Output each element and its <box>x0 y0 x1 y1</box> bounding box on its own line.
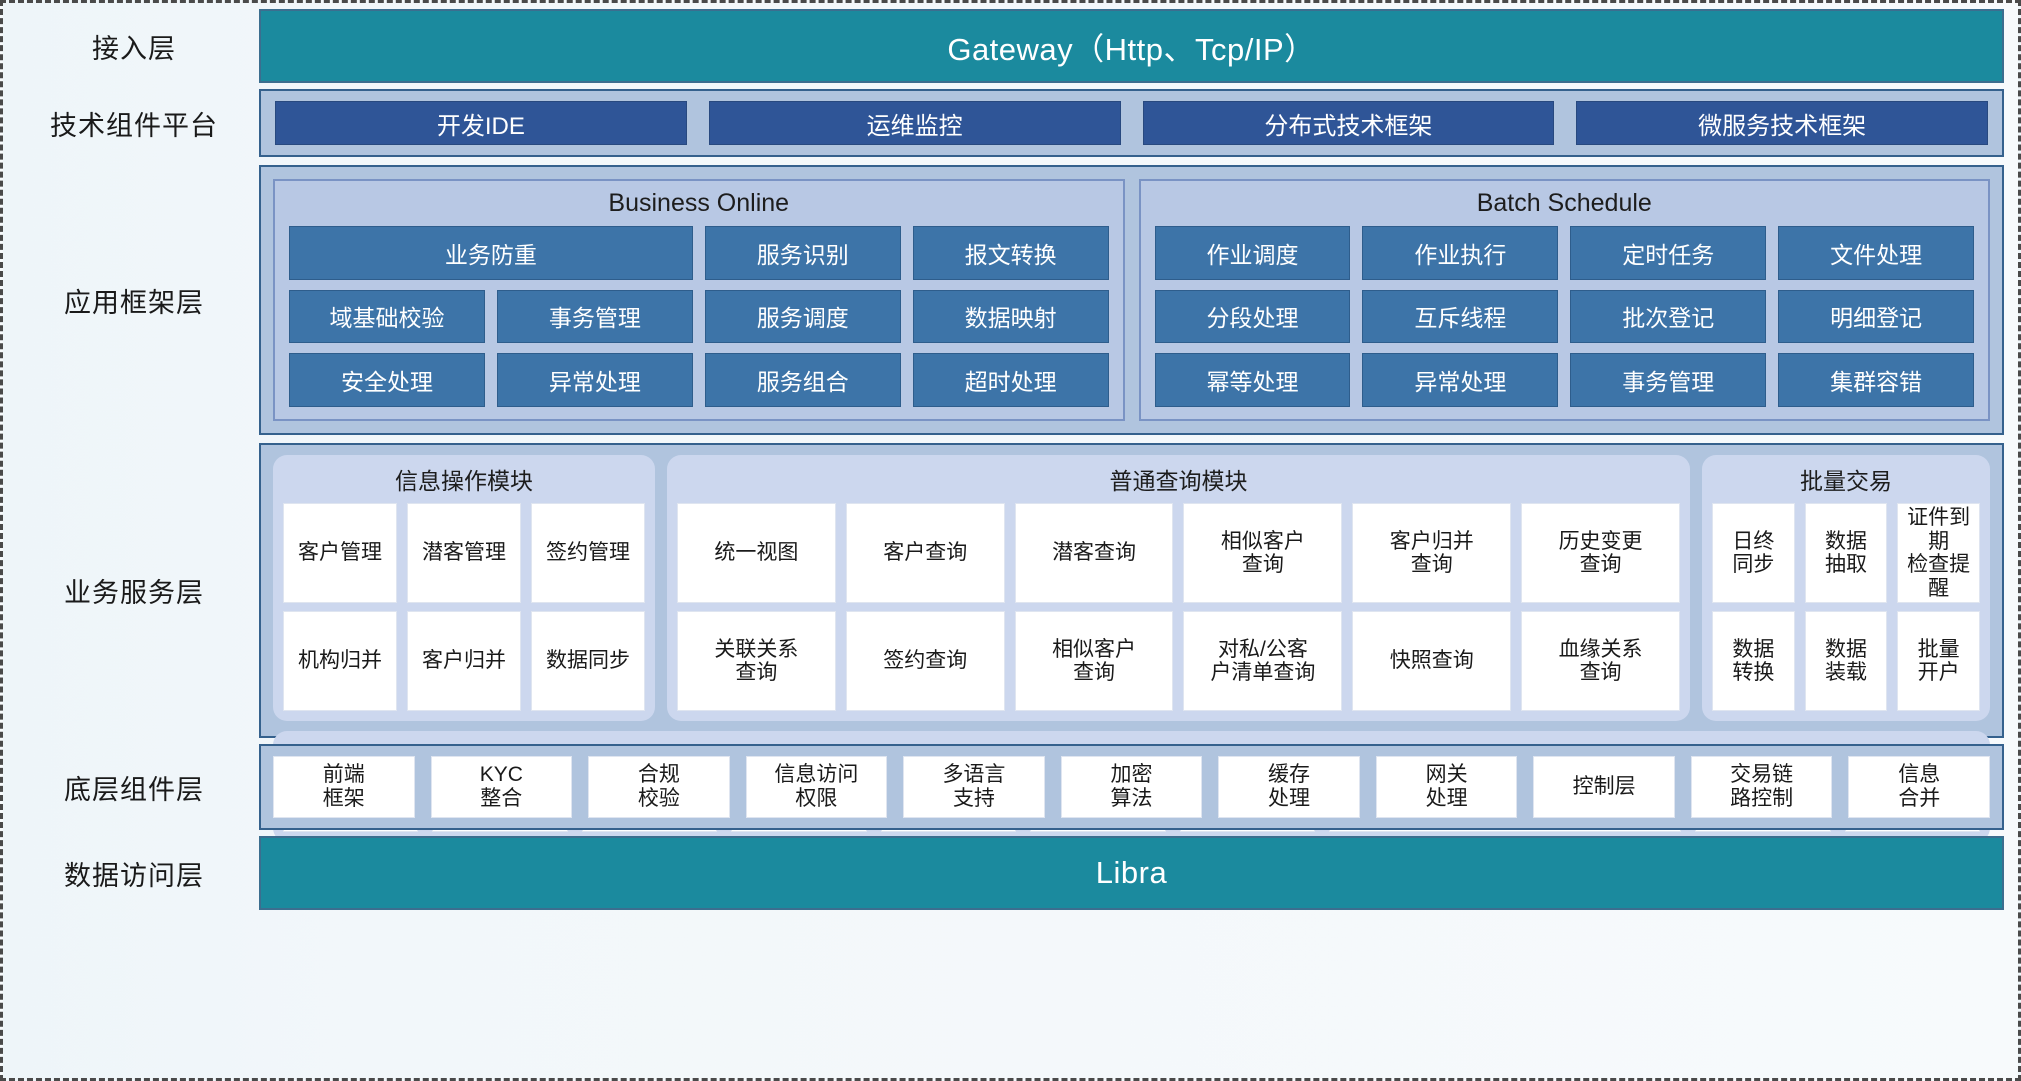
layer-business-service: 业务服务层 信息操作模块 客户管理 潜客管理 签约管理 机构归并 客户归并 数据… <box>9 443 2004 843</box>
svc-cell-info-0[interactable]: 客户管理 <box>283 503 397 604</box>
layer-label-business-service: 业务服务层 <box>64 578 204 609</box>
fw-cell-bs-1[interactable]: 作业执行 <box>1362 226 1559 280</box>
cmp-cell-5[interactable]: 加密算法 <box>1060 756 1203 818</box>
fw-cell-bs-10[interactable]: 事务管理 <box>1570 353 1767 407</box>
panel-title-query-module: 普通查询模块 <box>1109 468 1248 494</box>
fw-cell-bo-6[interactable]: 数据映射 <box>912 289 1109 344</box>
panel-title-info-module: 信息操作模块 <box>395 468 533 494</box>
fw-cell-bo-9[interactable]: 服务组合 <box>704 353 901 407</box>
fw-cell-bs-4[interactable]: 分段处理 <box>1154 289 1351 344</box>
panel-business-online: Business Online 业务防重 服务识别 报文转换 域基础校验 事务管… <box>273 179 1125 421</box>
cmp-cell-0[interactable]: 前端框架 <box>273 756 415 818</box>
layer-label-components: 底层组件层 <box>64 774 204 806</box>
panel-title-batch-module: 批量交易 <box>1800 468 1892 494</box>
tech-platform-item-3[interactable]: 微服务技术框架 <box>1576 101 1988 145</box>
svc-cell-query-3[interactable]: 相似客户查询 <box>1183 503 1343 604</box>
cmp-cell-10[interactable]: 信息合并 <box>1848 756 1990 818</box>
layer-tech-platform: 技术组件平台 开发IDE 运维监控 分布式技术框架 微服务技术框架 <box>9 89 2004 157</box>
panel-batch-module: 批量交易 日终同步 数据抽取 证件到期检查提醒 数据转换 数据装载 批量开户 <box>1702 455 1990 722</box>
gateway-bar: Gateway（Http、Tcp/IP） <box>259 9 2004 83</box>
layer-app-framework: 应用框架层 Business Online 业务防重 服务识别 报文转换 域基础… <box>9 165 2004 435</box>
app-framework-container: Business Online 业务防重 服务识别 报文转换 域基础校验 事务管… <box>259 165 2004 435</box>
fw-cell-bs-5[interactable]: 互斥线程 <box>1362 289 1559 344</box>
tech-platform-item-1[interactable]: 运维监控 <box>708 101 1121 145</box>
cmp-cell-2[interactable]: 合规校验 <box>588 756 730 818</box>
libra-bar: Libra <box>259 836 2004 910</box>
fw-cell-bs-3[interactable]: 文件处理 <box>1778 226 1974 280</box>
svc-cell-info-1[interactable]: 潜客管理 <box>407 503 521 604</box>
layer-label-tech-platform: 技术组件平台 <box>50 110 218 142</box>
panel-query-module: 普通查询模块 统一视图 客户查询 潜客查询 相似客户查询 客户归并查询 历史变更… <box>667 455 1690 722</box>
fw-cell-bs-9[interactable]: 异常处理 <box>1362 353 1559 407</box>
fw-cell-bs-7[interactable]: 明细登记 <box>1778 289 1974 344</box>
fw-cell-bo-0[interactable]: 业务防重 <box>289 226 693 280</box>
svc-cell-query-6[interactable]: 关联关系查询 <box>677 611 836 712</box>
cmp-cell-4[interactable]: 多语言支持 <box>903 756 1045 818</box>
svc-cell-query-11[interactable]: 血缘关系查询 <box>1521 611 1680 712</box>
panel-batch-schedule: Batch Schedule 作业调度 作业执行 定时任务 文件处理 分段处理 … <box>1138 179 1990 421</box>
cmp-cell-8[interactable]: 控制层 <box>1533 756 1675 818</box>
svc-cell-info-2[interactable]: 签约管理 <box>531 503 645 604</box>
svc-cell-info-4[interactable]: 客户归并 <box>407 611 521 712</box>
svc-cell-query-0[interactable]: 统一视图 <box>677 503 836 604</box>
svc-cell-query-7[interactable]: 签约查询 <box>845 611 1005 712</box>
fw-cell-bo-3[interactable]: 域基础校验 <box>289 289 485 344</box>
tech-platform-item-2[interactable]: 分布式技术框架 <box>1142 101 1555 145</box>
svc-cell-batch-1[interactable]: 数据抽取 <box>1804 503 1888 604</box>
fw-cell-bs-8[interactable]: 幂等处理 <box>1154 353 1351 407</box>
cmp-cell-3[interactable]: 信息访问权限 <box>745 756 888 818</box>
svc-cell-info-5[interactable]: 数据同步 <box>531 611 645 712</box>
layer-label-access: 接入层 <box>92 33 176 65</box>
panel-info-module: 信息操作模块 客户管理 潜客管理 签约管理 机构归并 客户归并 数据同步 <box>273 455 655 722</box>
svc-cell-query-5[interactable]: 历史变更查询 <box>1521 503 1680 604</box>
panel-title-business-online: Business Online <box>608 189 790 217</box>
svc-cell-batch-4[interactable]: 数据装载 <box>1804 611 1888 712</box>
svc-cell-batch-2[interactable]: 证件到期检查提醒 <box>1897 503 1980 604</box>
svc-cell-query-1[interactable]: 客户查询 <box>845 503 1005 604</box>
cmp-cell-6[interactable]: 缓存处理 <box>1218 756 1360 818</box>
tech-platform-strip: 开发IDE 运维监控 分布式技术框架 微服务技术框架 <box>259 89 2004 157</box>
fw-cell-bo-7[interactable]: 安全处理 <box>289 353 485 407</box>
svc-cell-query-2[interactable]: 潜客查询 <box>1014 503 1174 604</box>
fw-cell-bo-8[interactable]: 异常处理 <box>496 353 693 407</box>
fw-cell-bs-0[interactable]: 作业调度 <box>1154 226 1351 280</box>
fw-cell-bo-2[interactable]: 报文转换 <box>912 226 1109 280</box>
panel-grid-batch-schedule: 作业调度 作业执行 定时任务 文件处理 分段处理 互斥线程 批次登记 明细登记 … <box>1154 226 1974 407</box>
svc-cell-batch-0[interactable]: 日终同步 <box>1712 503 1795 604</box>
svc-cell-query-9[interactable]: 对私/公客户清单查询 <box>1183 611 1343 712</box>
tech-platform-item-0[interactable]: 开发IDE <box>275 101 687 145</box>
fw-cell-bs-2[interactable]: 定时任务 <box>1570 226 1767 280</box>
fw-cell-bs-11[interactable]: 集群容错 <box>1778 353 1974 407</box>
fw-cell-bo-1[interactable]: 服务识别 <box>704 226 901 280</box>
layer-label-app-framework: 应用框架层 <box>64 287 204 319</box>
cmp-cell-7[interactable]: 网关处理 <box>1375 756 1518 818</box>
fw-cell-bs-6[interactable]: 批次登记 <box>1570 289 1767 344</box>
svc-cell-batch-3[interactable]: 数据转换 <box>1712 611 1795 712</box>
svc-cell-query-10[interactable]: 快照查询 <box>1352 611 1512 712</box>
panel-grid-business-online: 业务防重 服务识别 报文转换 域基础校验 事务管理 服务调度 数据映射 安全处理… <box>289 226 1109 407</box>
layer-data-access: 数据访问层 Libra <box>9 836 2004 910</box>
svc-cell-query-8[interactable]: 相似客户查询 <box>1014 611 1174 712</box>
panel-title-batch-schedule: Batch Schedule <box>1476 189 1652 217</box>
fw-cell-bo-10[interactable]: 超时处理 <box>912 353 1109 407</box>
cmp-cell-9[interactable]: 交易链路控制 <box>1690 756 1833 818</box>
layer-label-data-access: 数据访问层 <box>64 860 204 892</box>
svc-cell-query-4[interactable]: 客户归并查询 <box>1352 503 1512 604</box>
svc-cell-batch-5[interactable]: 批量开户 <box>1897 611 1980 712</box>
fw-cell-bo-5[interactable]: 服务调度 <box>704 289 901 344</box>
business-service-container: 信息操作模块 客户管理 潜客管理 签约管理 机构归并 客户归并 数据同步 普通查… <box>259 443 2004 843</box>
fw-cell-bo-4[interactable]: 事务管理 <box>496 289 693 344</box>
svc-cell-info-3[interactable]: 机构归并 <box>283 611 397 712</box>
layer-access: 接入层 Gateway（Http、Tcp/IP） <box>9 9 2004 83</box>
